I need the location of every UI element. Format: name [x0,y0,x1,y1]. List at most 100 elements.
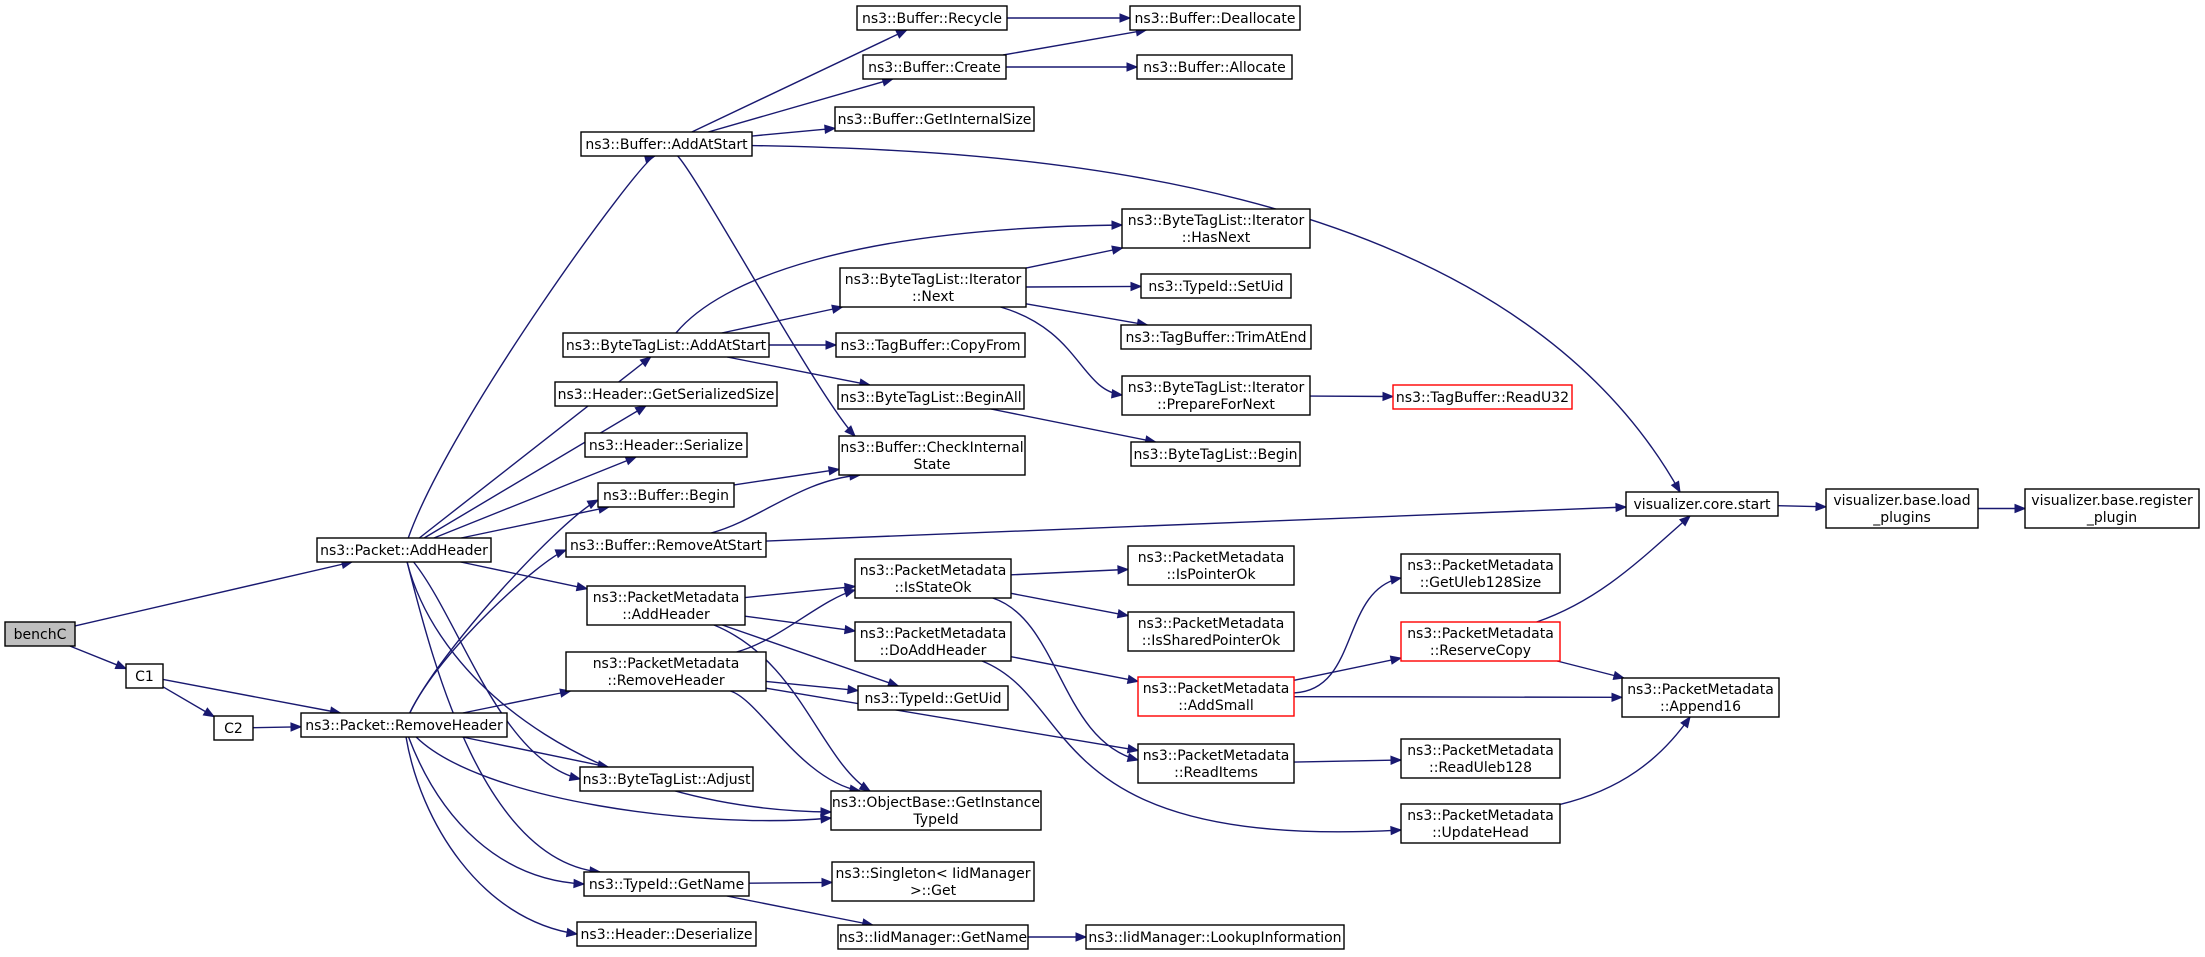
nodes-layer: benchCC1C2ns3::Packet::AddHeaderns3::Pac… [4,5,2200,950]
node-box [1137,743,1295,784]
node-btlAddAtStart[interactable]: ns3::ByteTagList::AddAtStart [562,332,770,358]
node-removeHeader[interactable]: ns3::Packet::RemoveHeader [300,712,508,738]
arrowhead [821,877,834,888]
edge-addHeader-to-hdrGetSerializedSize [423,405,648,539]
node-bufRecycle[interactable]: ns3::Buffer::Recycle [856,5,1008,31]
node-bufDeallocate[interactable]: ns3::Buffer::Deallocate [1129,5,1301,31]
node-pmIsSharedPointerOk[interactable]: ns3::PacketMetadata::IsSharedPointerOk [1127,611,1295,652]
node-iidGetName[interactable]: ns3::IidManager::GetName [837,924,1029,950]
arrowhead [847,684,860,695]
node-typeIdGetUid[interactable]: ns3::TypeId::GetUid [857,685,1009,711]
node-box [1120,324,1312,350]
node-pmGetUleb128Size[interactable]: ns3::PacketMetadata::GetUleb128Size [1400,553,1561,594]
node-label: ns3::IidManager::LookupInformation [1088,930,1341,946]
node-label: ::Next [912,289,955,305]
node-box [1625,491,1779,517]
edge-pmAddHeader-to-pmDoAddHeader [744,615,857,635]
node-bufAllocate[interactable]: ns3::Buffer::Allocate [1136,54,1293,80]
edge-line [981,660,1402,833]
node-hdrSerialize[interactable]: ns3::Header::Serialize [584,432,748,458]
edge-pmIsStateOk-to-pmReadItems [992,597,1140,762]
edge-btlAddAtStart-to-btlIterNext [721,304,844,334]
node-typeIdSetUid[interactable]: ns3::TypeId::SetUid [1140,273,1292,299]
arrowhead [290,722,303,732]
node-vizRegisterPlugin[interactable]: visualizer.base.register_plugin [2024,488,2200,529]
node-singletonGet[interactable]: ns3::Singleton< IidManager>::Get [831,861,1035,902]
edge-bufAddAtStart-to-bufCreate [708,77,895,133]
node-pmReadUleb128[interactable]: ns3::PacketMetadata::ReadUleb128 [1400,738,1561,779]
arrowhead [1382,391,1395,402]
node-bufRemoveAtStart[interactable]: ns3::Buffer::RemoveAtStart [565,532,767,558]
edge-line [691,29,908,133]
node-btlBeginAll[interactable]: ns3::ByteTagList::BeginAll [837,384,1025,410]
edge-line [406,561,601,873]
edge-benchC-to-addHeader [74,559,354,627]
node-vizCoreStart[interactable]: visualizer.core.start [1625,491,1779,517]
node-btlIterHasNext[interactable]: ns3::ByteTagList::Iterator::HasNext [1121,208,1311,249]
node-label: ns3::Buffer::Allocate [1143,60,1286,76]
node-label: ::IsPointerOk [1166,567,1256,583]
node-pmDoAddHeader[interactable]: ns3::PacketMetadata::DoAddHeader [854,621,1012,662]
node-pmAddSmall[interactable]: ns3::PacketMetadata::AddSmall [1137,676,1295,717]
node-pmUpdateHead[interactable]: ns3::PacketMetadata::UpdateHead [1400,803,1561,844]
node-box [565,532,767,558]
node-typeIdGetName[interactable]: ns3::TypeId::GetName [583,871,750,897]
arrowhead [1116,609,1130,619]
node-pmAppend16[interactable]: ns3::PacketMetadata::Append16 [1621,677,1780,718]
node-pmIsPointerOk[interactable]: ns3::PacketMetadata::IsPointerOk [1127,545,1295,586]
node-label: ns3::Singleton< IidManager [836,866,1031,882]
node-pmIsStateOk[interactable]: ns3::PacketMetadata::IsStateOk [854,558,1012,599]
node-btlBegin[interactable]: ns3::ByteTagList::Begin [1130,441,1301,467]
arrowhead [844,425,856,437]
node-box [1825,488,1979,529]
edge-line [1293,657,1402,681]
node-pmReserveCopy[interactable]: ns3::PacketMetadata::ReserveCopy [1400,621,1561,662]
node-C1[interactable]: C1 [125,663,164,689]
edge-line [675,224,1123,334]
node-bufCreate[interactable]: ns3::Buffer::Create [862,54,1007,80]
arrowhead [639,356,652,368]
arrowhead [1111,389,1124,399]
node-btlAdjust[interactable]: ns3::ByteTagList::Adjust [579,766,754,792]
node-bufAddAtStart[interactable]: ns3::Buffer::AddAtStart [580,131,753,157]
edge-line [1025,285,1142,288]
node-pmRemoveHeader[interactable]: ns3::PacketMetadata::RemoveHeader [565,651,767,692]
edge-pmUpdateHead-to-pmAppend16 [1559,715,1691,806]
node-btlIterPrepare[interactable]: ns3::ByteTagList::Iterator::PrepareForNe… [1121,375,1311,416]
edge-pmAddHeader-to-pmIsStateOk [744,582,857,599]
node-label: ::Append16 [1660,699,1741,715]
node-tagBufTrimAtEnd[interactable]: ns3::TagBuffer::TrimAtEnd [1120,324,1312,350]
arrowhead [1126,62,1139,72]
node-label: ns3::ByteTagList::AddAtStart [566,338,767,354]
arrowhead [827,466,841,476]
node-tagBufReadU32[interactable]: ns3::TagBuffer::ReadU32 [1392,384,1573,410]
node-bufBegin[interactable]: ns3::Buffer::Begin [597,482,735,508]
node-hdrDeserialize[interactable]: ns3::Header::Deserialize [576,921,757,947]
edge-pmReserveCopy-to-vizCoreStart [1536,515,1692,623]
node-hdrGetSerializedSize[interactable]: ns3::Header::GetSerializedSize [554,381,778,407]
edge-C1-to-removeHeader [162,678,342,716]
arrowhead [1390,755,1403,765]
node-box [580,131,753,157]
node-label: ns3::TypeId::SetUid [1148,279,1283,295]
edge-line [677,155,856,437]
node-btlIterNext[interactable]: ns3::ByteTagList::Iterator::Next [839,267,1027,308]
node-box [1127,611,1295,652]
edge-line [722,624,899,687]
node-C2[interactable]: C2 [213,715,254,741]
node-tagBufCopyFrom[interactable]: ns3::TagBuffer::CopyFrom [835,332,1026,358]
node-iidLookupInformation[interactable]: ns3::IidManager::LookupInformation [1085,924,1345,950]
node-label: ns3::PacketMetadata [593,590,740,606]
edge-typeIdGetName-to-singletonGet [748,877,834,888]
node-bufGetInternalSize[interactable]: ns3::Buffer::GetInternalSize [834,106,1035,132]
node-addHeader[interactable]: ns3::Packet::AddHeader [316,537,492,563]
node-vizLoadPlugins[interactable]: visualizer.base.load_plugins [1825,488,1979,529]
edge-line [1010,568,1129,576]
edge-line [74,561,353,627]
node-pmReadItems[interactable]: ns3::PacketMetadata::ReadItems [1137,743,1295,784]
node-pmAddHeader[interactable]: ns3::PacketMetadata::AddHeader [586,585,746,626]
node-box [837,924,1029,950]
node-benchC[interactable]: benchC [4,621,76,647]
